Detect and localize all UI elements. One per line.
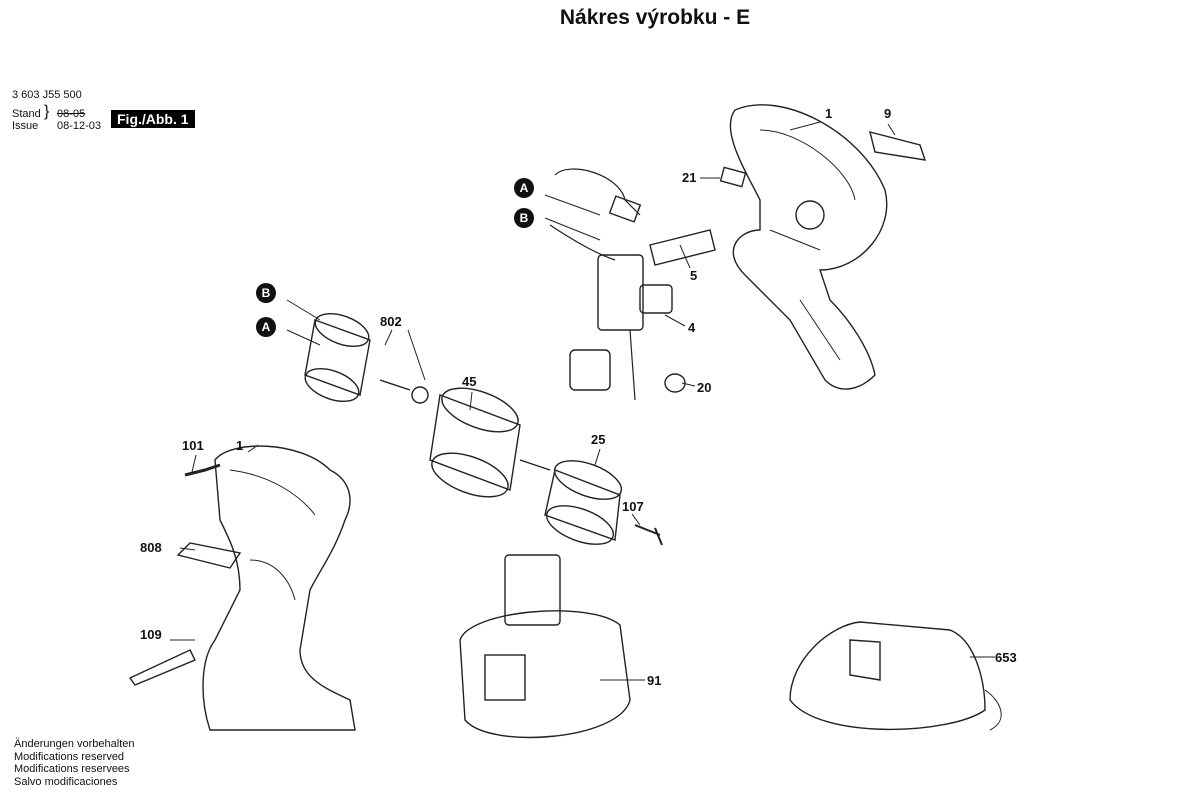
footer-notes: Änderungen vorbehalten Modifications res… [14,738,134,788]
bit [128,649,196,686]
label-25: 25 [591,432,606,447]
cover-5 [649,229,716,266]
footer-line: Modifications reservees [14,763,130,775]
charger [789,621,1002,731]
wiring-harness [549,168,641,401]
label-4: 4 [688,320,696,335]
connector-a-top: A [514,178,534,198]
label-101: 101 [182,438,204,453]
label-802: 802 [380,314,402,329]
label-107: 107 [622,499,644,514]
label-653: 653 [995,650,1017,665]
chuck-screw [634,524,663,546]
label-21: 21 [682,170,697,185]
footer-line: Salvo modificaciones [14,775,118,788]
part-21 [719,166,747,188]
label-20: 20 [697,380,712,395]
label-109: 109 [140,627,162,642]
label-45: 45 [462,374,477,389]
label-1-right: 1 [825,106,833,121]
connector-b-top: B [514,208,534,228]
label-808: 808 [140,540,162,555]
chuck [544,460,623,545]
issue-label: Issue [12,120,39,132]
page-title: Nákres výrobku - E [559,6,751,29]
housing-right-half [729,104,888,390]
direction-switch [569,349,611,391]
label-5: 5 [690,268,698,283]
nameplate [869,131,927,161]
issue-date: 08-12-03 [57,120,102,132]
connector-a-motor: A [256,317,276,337]
motor [304,313,429,404]
gearbox [429,387,551,498]
battery [459,554,631,739]
footer-line: Modifications reserved [14,750,125,763]
switch [597,254,644,331]
label-9: 9 [884,106,892,121]
brace: } [44,103,50,120]
stand-label: Stand [12,108,41,120]
connector-b-motor: B [256,283,276,303]
screw-101 [184,463,221,477]
part-20 [664,373,686,393]
label-1-left: 1 [236,438,244,453]
label-91: 91 [647,673,662,688]
part-number: 3 603 J55 500 [12,89,82,101]
figure-label: Fig./Abb. 1 [111,110,195,128]
footer-line: Änderungen vorbehalten [14,738,135,750]
old-date: 08-05 [57,108,86,120]
housing-left-half [202,445,356,731]
part-808 [176,542,242,569]
